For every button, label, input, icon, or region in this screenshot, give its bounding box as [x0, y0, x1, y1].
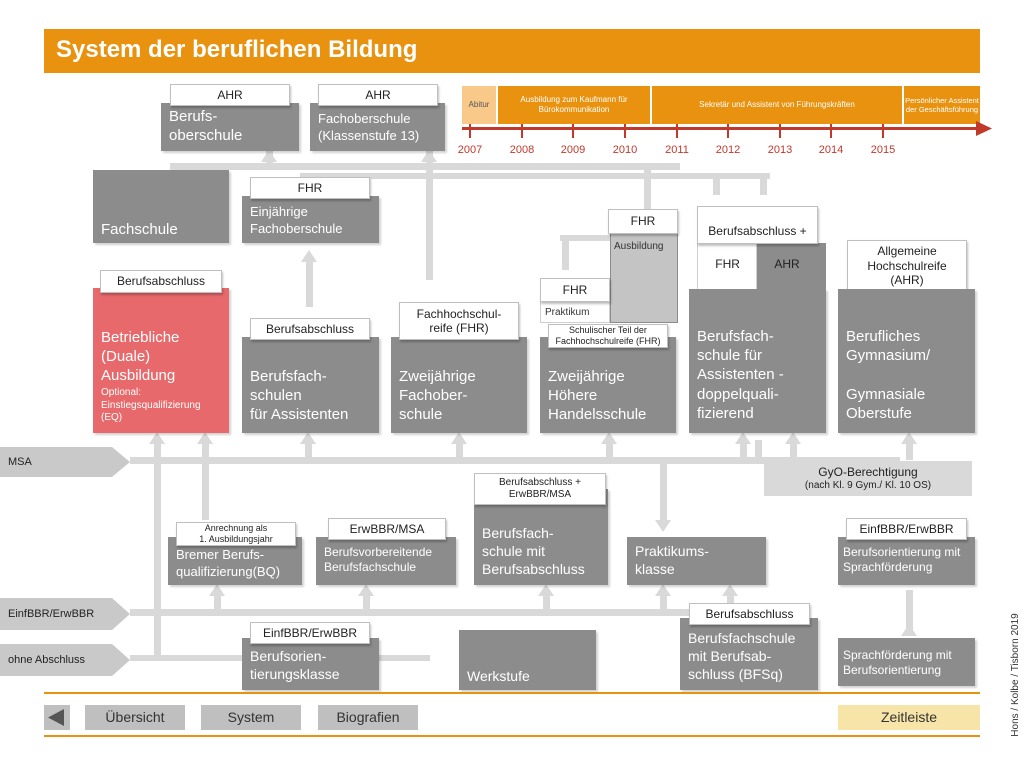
- back-arrow-icon: [48, 709, 64, 726]
- timeline-segment-sekretaer: Sekretär und Assistent von Führungskräft…: [652, 86, 902, 124]
- entry-msa: MSA: [8, 456, 32, 468]
- label-fhr-ausbildung: FHR: [608, 209, 678, 234]
- label-berufsabschluss-fhr-ahr: Berufsabschluss + FHR AHR: [697, 206, 818, 271]
- box-praktikumsklasse[interactable]: Praktikums- klasse: [627, 537, 766, 585]
- label-berufsabschluss-erwbbr: Berufsabschluss + ErwBBR/MSA: [474, 473, 606, 505]
- label-fachhochschulreife: Fachhochschul- reife (FHR): [399, 302, 519, 340]
- nav-system[interactable]: System: [201, 705, 301, 730]
- box-fhr-white: [697, 243, 757, 291]
- nav-uebersicht[interactable]: Übersicht: [85, 705, 185, 730]
- label-berufsabschluss-assistenten: Berufsabschluss: [250, 318, 370, 340]
- box-praktikum[interactable]: Praktikum: [540, 300, 610, 323]
- box-berufsfachschule-doppelqualifizierend[interactable]: Berufsfach- schule für Assistenten - dop…: [689, 289, 826, 433]
- box-einjaehrige-fachoberschule[interactable]: Einjährige Fachoberschule: [242, 196, 379, 243]
- back-button[interactable]: [44, 705, 70, 730]
- box-zweijaehrige-hoehere-handelsschule[interactable]: Zweijährige Höhere Handelsschule: [540, 337, 676, 433]
- credit-text: Hons / Kolbe / Tisborn 2019: [1010, 613, 1021, 737]
- year-2009: 2009: [560, 144, 586, 156]
- timeline-segment-abitur: Abitur: [462, 86, 496, 124]
- entry-ohne-abschluss: ohne Abschluss: [8, 654, 86, 666]
- box-bfsq[interactable]: Berufsfachschule mit Berufsab- schluss (…: [680, 618, 818, 690]
- nav-biografien[interactable]: Biografien: [318, 705, 418, 730]
- box-ahr-grey: [757, 243, 826, 291]
- box-fachoberschule-13[interactable]: Fachoberschule (Klassenstufe 13): [310, 103, 445, 151]
- label-erwbbr-msa: ErwBBR/MSA: [328, 518, 446, 540]
- box-werkstufe[interactable]: Werkstufe: [459, 630, 596, 690]
- year-2015: 2015: [870, 144, 896, 156]
- box-berufsoberschule[interactable]: Berufs- oberschule: [161, 103, 299, 151]
- nav-zeitleiste[interactable]: Zeitleiste: [838, 705, 980, 730]
- timeline-segment-ausbildung: Ausbildung zum Kaufmann für Bürokommunik…: [498, 86, 650, 124]
- label-berufsabschluss-bfsq: Berufsabschluss: [689, 603, 810, 625]
- page-title: System der beruflichen Bildung: [56, 36, 418, 63]
- entry-einfbbr-erwbbr: EinfBBR/ErwBBR: [8, 608, 95, 620]
- year-2011: 2011: [665, 144, 689, 156]
- label-berufsabschluss-betriebliche: Berufsabschluss: [100, 270, 222, 293]
- label-allgemeine-hochschulreife: Allgemeine Hochschulreife (AHR): [847, 240, 967, 292]
- year-2010: 2010: [612, 144, 638, 156]
- divider-top: [44, 692, 980, 694]
- label-fhr-einjaehrige: FHR: [250, 177, 370, 199]
- label-einfbbr-erwbbr: EinfBBR/ErwBBR: [250, 622, 370, 644]
- divider-bottom: [44, 735, 980, 737]
- box-berufsfachschulen-assistenten[interactable]: Berufsfach- schulen für Assistenten: [242, 337, 379, 433]
- year-2007: 2007: [457, 144, 483, 156]
- year-2013: 2013: [767, 144, 793, 156]
- label-anrechnung: Anrechnung als 1. Ausbildungsjahr: [176, 522, 296, 546]
- label-ahr-fachoberschule: AHR: [318, 84, 438, 106]
- box-betriebliche-ausbildung[interactable]: Betriebliche (Duale) Ausbildung Optional…: [93, 288, 229, 433]
- box-berufliches-gymnasium[interactable]: Berufliches Gymnasium/ Gymnasiale Oberst…: [838, 289, 975, 433]
- box-berufsorientierungsklasse[interactable]: Berufsorien- tierungsklasse: [242, 638, 379, 690]
- label-schulischer-teil-fhr: Schulischer Teil der Fachhochschulreife …: [548, 324, 668, 348]
- box-fachschule[interactable]: Fachschule: [93, 170, 229, 243]
- year-2008: 2008: [509, 144, 535, 156]
- box-berufsvorbereitende-bfs[interactable]: Berufsvorbereitende Berufsfachschule: [316, 537, 456, 585]
- box-berufsfachschule-berufsabschluss[interactable]: Berufsfach- schule mit Berufsabschluss: [474, 489, 608, 585]
- box-berufsorientierung-sprachfoerderung[interactable]: Berufsorientierung mit Sprachförderung: [838, 537, 975, 585]
- timeline-segment-persoenlicher-assistent: Persönlicher Assistent der Geschäftsführ…: [904, 86, 980, 124]
- box-ausbildung[interactable]: Ausbildung: [610, 233, 678, 323]
- year-2014: 2014: [818, 144, 844, 156]
- box-gyo-berechtigung[interactable]: GyO-Berechtigung (nach Kl. 9 Gym./ Kl. 1…: [764, 461, 972, 496]
- title-bar: [44, 29, 980, 73]
- box-sprachfoerderung-berufsorientierung[interactable]: Sprachförderung mit Berufsorientierung: [838, 638, 975, 686]
- label-ahr-berufsoberschule: AHR: [170, 84, 290, 106]
- label-fhr-praktikum: FHR: [540, 278, 610, 302]
- label-einfbbr-erwbbr-bo: EinfBBR/ErwBBR: [846, 518, 967, 540]
- box-zweijaehrige-fachoberschule[interactable]: Zweijährige Fachober- schule: [391, 337, 527, 433]
- year-2012: 2012: [715, 144, 741, 156]
